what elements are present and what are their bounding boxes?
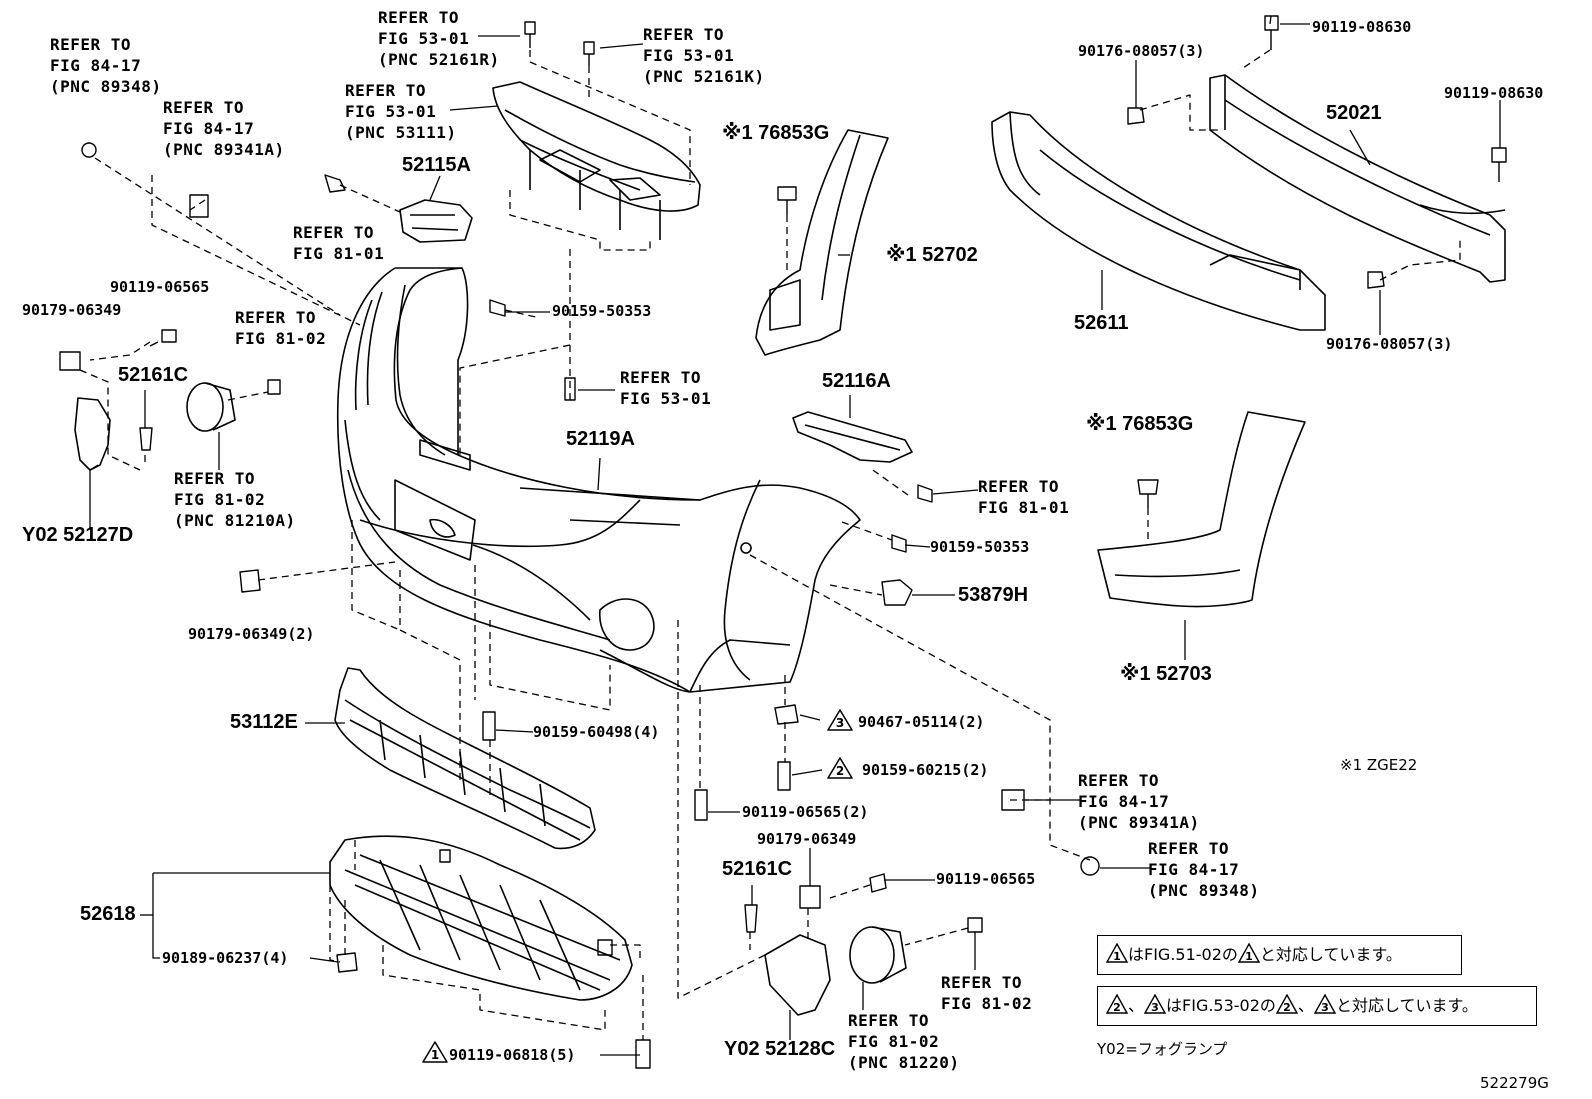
refer-53-01: REFER TO FIG 53-01 <box>620 368 712 408</box>
svg-text:3: 3 <box>1321 1001 1329 1014</box>
refer-81-02-left: REFER TO FIG 81-02 <box>235 308 327 348</box>
refer-89348-top: REFER TO FIG 84-17 (PNC 89348) <box>50 35 162 96</box>
part-52161C-left: 52161C <box>118 364 189 386</box>
triangle-markers <box>422 709 853 1063</box>
bumper-cover-52119A <box>336 267 861 693</box>
part-90119-06565-right: 90119-06565 <box>936 870 1036 888</box>
refer-81210A: REFER TO FIG 81-02 (PNC 81210A) <box>174 469 296 530</box>
part-90176-08057-top: 90176-08057(3) <box>1078 42 1205 60</box>
figure-number: 522279G <box>1480 1074 1549 1092</box>
part-90119-08630-right: 90119-08630 <box>1444 84 1544 102</box>
note-y02: Y02=フォグランプ <box>1097 1040 1228 1058</box>
refer-81220: REFER TO FIG 81-02 (PNC 81220) <box>848 1011 960 1072</box>
triangle-label-2: 2 <box>836 764 844 778</box>
refer-81-01-right: REFER TO FIG 81-01 <box>978 477 1070 517</box>
bracket-52116A <box>792 411 913 463</box>
note-box2-post: と対応しています。 <box>1335 996 1478 1015</box>
refer-89341A-bottom: REFER TO FIG 84-17 (PNC 89341A) <box>1078 771 1200 832</box>
part-90119-08630-top: 90119-08630 <box>1312 18 1412 36</box>
triangle-label-3: 3 <box>836 716 844 730</box>
part-90179-06349-2: 90179-06349(2) <box>188 625 315 643</box>
refer-89348-bottom: REFER TO FIG 84-17 (PNC 89348) <box>1148 839 1260 900</box>
svg-text:2: 2 <box>1283 1001 1291 1014</box>
svg-text:3: 3 <box>1151 1001 1159 1014</box>
part-90159-50353-top: 90159-50353 <box>552 302 652 320</box>
triangle-icon-3: 3 <box>1143 993 1167 1014</box>
triangle-icon-2: 2 <box>1105 993 1129 1014</box>
part-53112E: 53112E <box>230 711 298 733</box>
refer-53111: REFER TO FIG 53-01 (PNC 53111) <box>345 81 457 142</box>
triangle-label-1: 1 <box>431 1048 439 1062</box>
part-76853G-bottom: ※1 76853G <box>1086 413 1194 435</box>
refer-81-01-left: REFER TO FIG 81-01 <box>293 223 385 263</box>
reinforcement-52021 <box>1209 74 1506 283</box>
part-52115A: 52115A <box>402 154 471 176</box>
fog-lamp-left <box>186 382 236 432</box>
fender-extension-52703 <box>1097 411 1306 608</box>
note-box-fig53: 2 、 3 はFIG.53-02の 2 、 3 と対応しています。 <box>1097 986 1537 1026</box>
part-90159-60498: 90159-60498(4) <box>533 723 660 741</box>
note-box2-sep: 、 <box>1128 996 1145 1015</box>
part-90179-06349-right: 90179-06349 <box>757 830 857 848</box>
solid-leaders <box>89 15 1501 1056</box>
part-76853G-top: ※1 76853G <box>722 122 830 144</box>
fender-extension-52702 <box>755 129 889 356</box>
part-90119-06565-2: 90119-06565(2) <box>742 803 869 821</box>
part-90176-08057-bottom: 90176-08057(3) <box>1326 335 1453 353</box>
triangle-icon-3b: 3 <box>1313 993 1337 1014</box>
svg-text:1: 1 <box>1245 950 1253 963</box>
note-box1-pre: はFIG.51-02の <box>1128 945 1238 964</box>
part-52119A: 52119A <box>566 428 635 450</box>
refer-89341A-top: REFER TO FIG 84-17 (PNC 89341A) <box>163 98 285 159</box>
bracket-52115A <box>399 199 473 243</box>
note-box1-post: と対応しています。 <box>1259 945 1402 964</box>
part-52128C: Y02 52128C <box>724 1038 836 1060</box>
part-52703: ※1 52703 <box>1120 663 1212 685</box>
refer-52161R: REFER TO FIG 53-01 (PNC 52161R) <box>378 8 500 69</box>
part-52161C-right: 52161C <box>722 858 793 880</box>
fog-lamp-right <box>849 926 907 984</box>
note-box2-sep2: 、 <box>1297 996 1314 1015</box>
note-zge22: ※1 ZGE22 <box>1340 756 1418 774</box>
part-90119-06818: 90119-06818(5) <box>449 1046 576 1064</box>
lower-grille-53112E <box>334 667 596 850</box>
part-90179-06349-left: 90179-06349 <box>22 301 122 319</box>
part-90119-06565-left: 90119-06565 <box>110 278 210 296</box>
dashed-leaders <box>79 49 1461 1040</box>
part-52611: 52611 <box>1074 312 1129 334</box>
part-52618: 52618 <box>80 903 136 925</box>
triangle-icon-2b: 2 <box>1275 993 1299 1014</box>
fasteners <box>59 15 1507 1069</box>
note-box-fig51: 1 はFIG.51-02の 1 と対応しています。 <box>1097 935 1462 975</box>
part-52021: 52021 <box>1326 102 1382 124</box>
upper-grille <box>492 81 701 240</box>
svg-text:2: 2 <box>1113 1001 1121 1014</box>
note-box2-mid: はFIG.53-02の <box>1166 996 1276 1015</box>
refer-52161K: REFER TO FIG 53-01 (PNC 52161K) <box>643 25 765 86</box>
part-90189-06237: 90189-06237(4) <box>162 949 289 967</box>
triangle-icon-1b: 1 <box>1237 942 1261 963</box>
part-52127D: Y02 52127D <box>22 524 134 546</box>
svg-text:1: 1 <box>1113 950 1121 963</box>
fog-bracket-right <box>764 934 831 1016</box>
part-52702: ※1 52702 <box>886 244 978 266</box>
part-90467-05114: 90467-05114(2) <box>858 713 985 731</box>
part-90159-60215: 90159-60215(2) <box>862 761 989 779</box>
refer-81-02-right: REFER TO FIG 81-02 <box>941 973 1033 1013</box>
part-90159-50353-right: 90159-50353 <box>930 538 1030 556</box>
part-53879H: 53879H <box>958 584 1029 606</box>
triangle-icon-1: 1 <box>1105 942 1129 963</box>
fog-bracket-left <box>74 397 111 471</box>
part-52116A: 52116A <box>822 370 891 392</box>
absorber-52611 <box>991 111 1326 331</box>
under-cover-52618 <box>329 835 633 1001</box>
